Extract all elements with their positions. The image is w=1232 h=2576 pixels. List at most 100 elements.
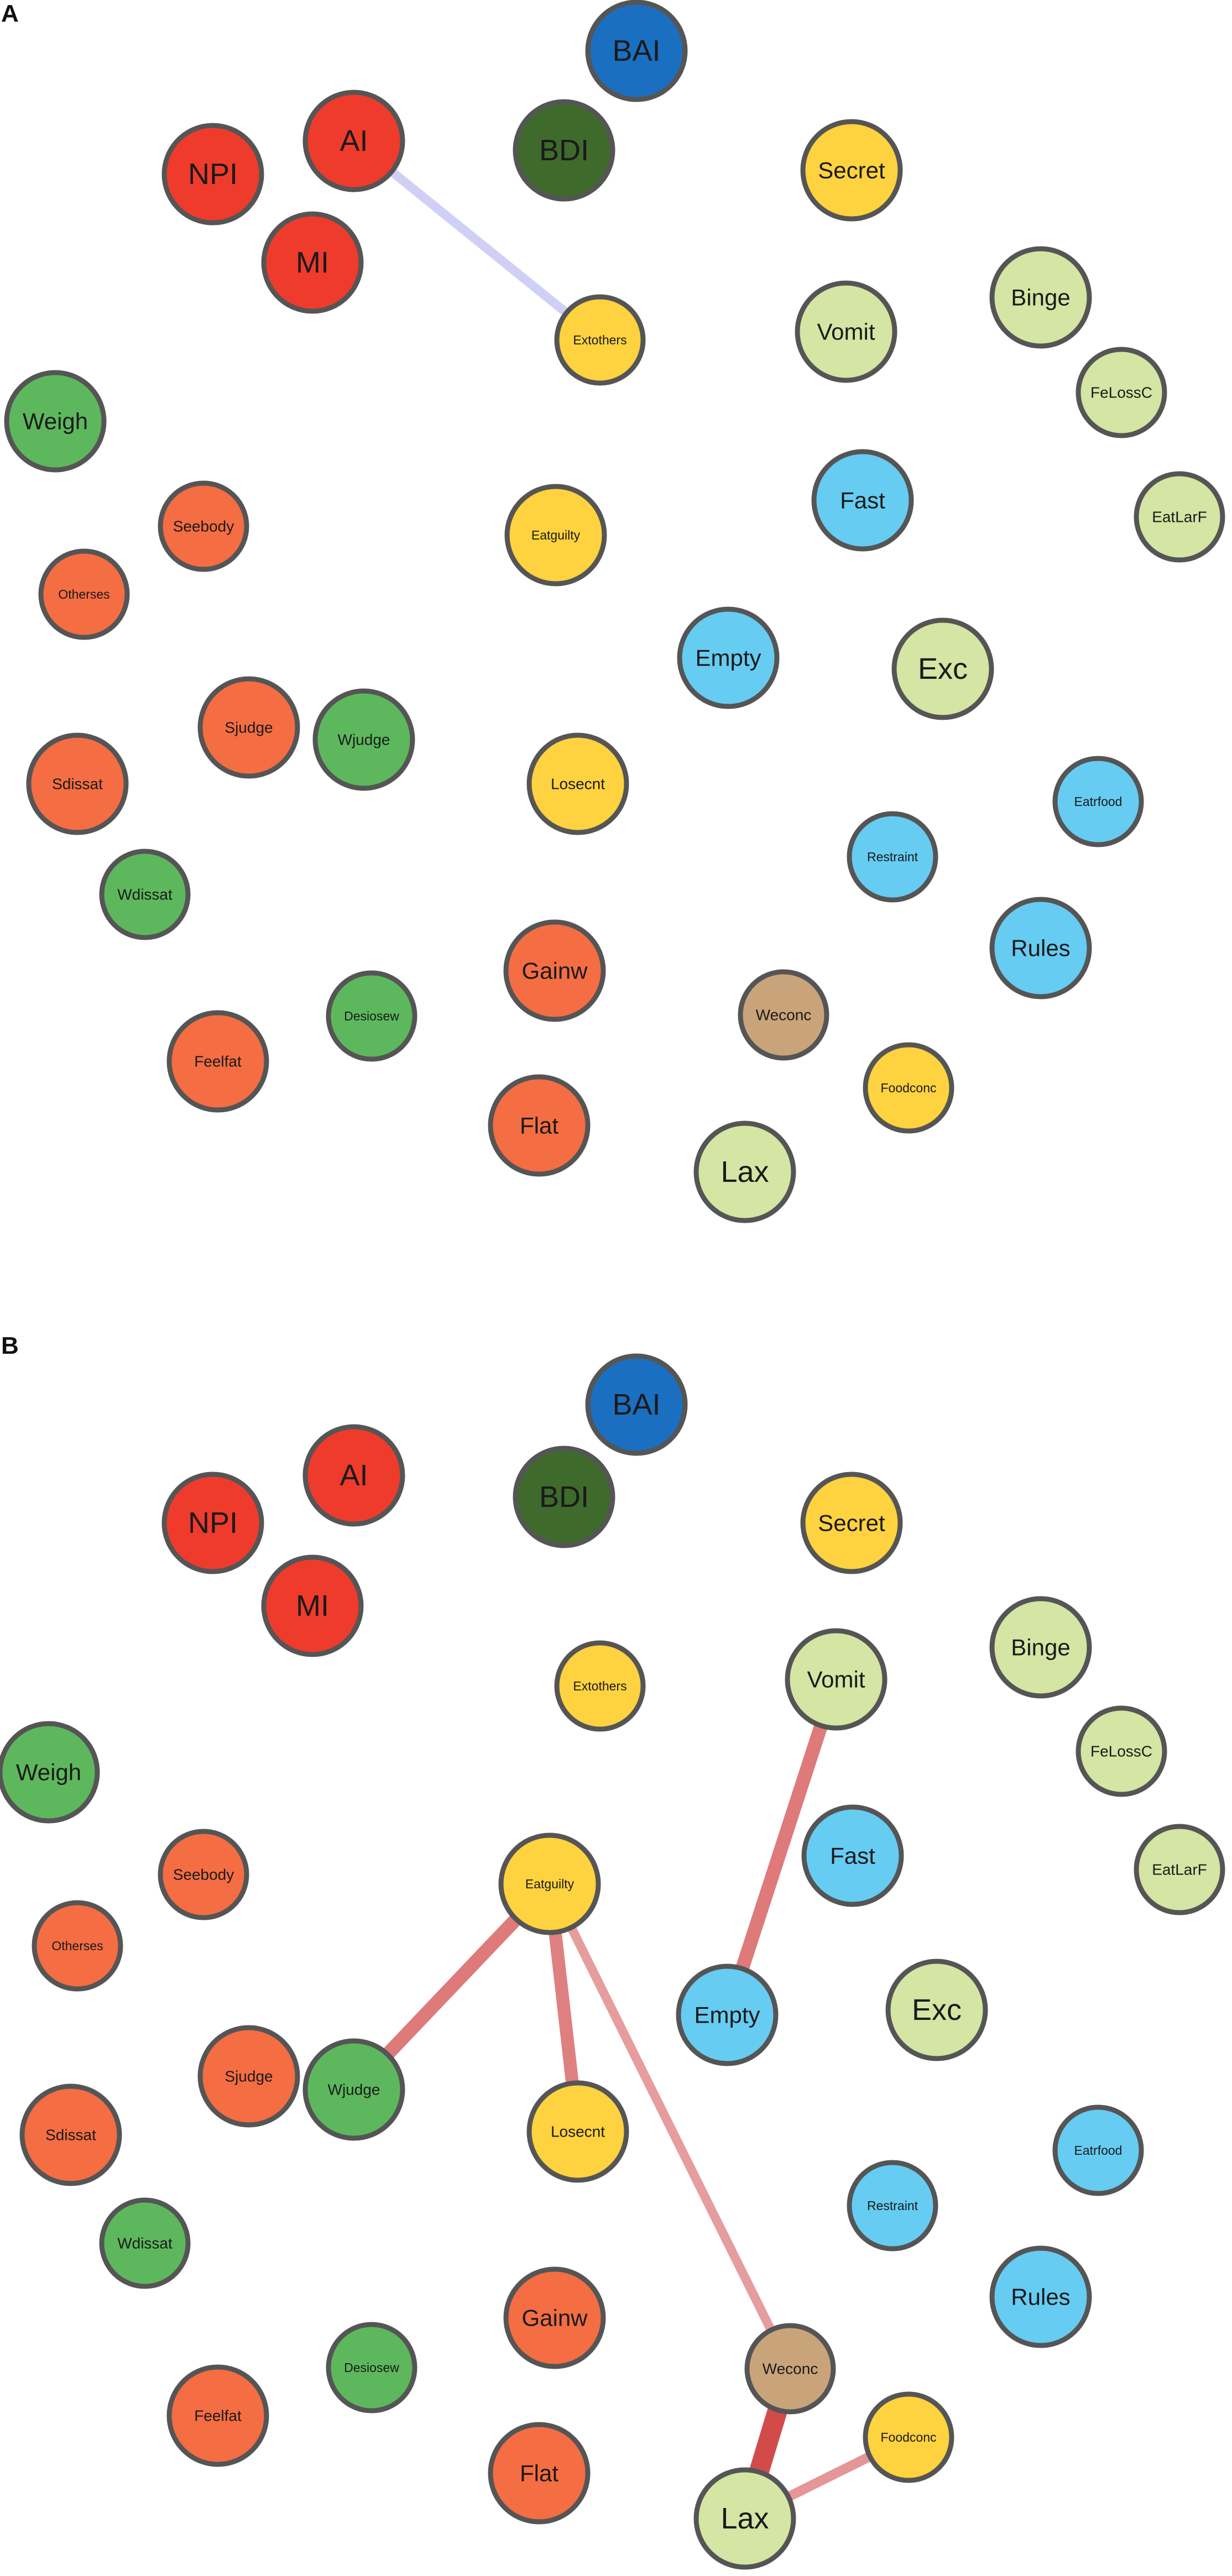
node-label: Feelfat — [194, 2407, 242, 2425]
node-label: Lax — [721, 1155, 769, 1188]
node-ai: AI — [302, 90, 405, 192]
node-label: Eatrfood — [1074, 794, 1123, 809]
node-label: Otherses — [51, 1939, 103, 1953]
node-circle — [795, 280, 897, 383]
node-circle — [302, 2038, 405, 2141]
node-rules: Rules — [989, 2245, 1092, 2348]
node-exc: Exc — [891, 617, 994, 720]
node-circle — [693, 2467, 796, 2570]
node-circle — [738, 969, 829, 1061]
node-circle — [801, 1804, 904, 1907]
node-weigh: Weigh — [4, 370, 107, 473]
node-circle — [811, 449, 914, 552]
node-eatguilty: Eatguilty — [504, 484, 607, 587]
node-mi: MI — [261, 1554, 364, 1657]
node-label: Extothers — [573, 1679, 627, 1693]
node-label: BDI — [539, 134, 589, 167]
node-otherses: Otherses — [32, 1900, 123, 1992]
node-circle — [158, 1829, 249, 1920]
node-wjudge: Wjudge — [302, 2038, 405, 2141]
node-sjudge: Sjudge — [197, 2025, 300, 2128]
node-seebody: Seebody — [158, 1829, 249, 1920]
node-npi: NPI — [161, 1472, 264, 1574]
node-circle — [161, 1472, 264, 1574]
node-label: Seebody — [173, 1866, 234, 1883]
node-circle — [891, 617, 994, 720]
node-circle — [1052, 756, 1144, 847]
node-label: Lax — [721, 2502, 769, 2535]
node-sjudge: Sjudge — [197, 676, 300, 779]
node-label: Extothers — [573, 333, 627, 347]
node-circle — [513, 1446, 615, 1548]
node-extothers: Extothers — [554, 1640, 646, 1732]
node-label: Secret — [818, 158, 885, 184]
node-eatrfood: Eatrfood — [1052, 756, 1144, 847]
node-flat: Flat — [488, 1074, 591, 1177]
node-label: Sjudge — [225, 719, 273, 736]
node-label: EatLarF — [1152, 509, 1207, 526]
node-circle — [197, 2025, 300, 2128]
node-vomit: Vomit — [785, 1628, 888, 1731]
node-circle — [166, 1010, 269, 1113]
node-circle — [989, 2245, 1092, 2348]
node-wdissat: Wdissat — [99, 2197, 191, 2289]
node-foodconc: Foodconc — [863, 2391, 954, 2483]
node-circle — [513, 99, 615, 202]
node-circle — [504, 484, 607, 587]
node-label: Weconc — [756, 1007, 812, 1024]
node-desiosew: Desiosew — [326, 970, 417, 1062]
node-circle — [677, 606, 780, 709]
node-npi: NPI — [161, 123, 264, 226]
node-circle — [693, 1121, 796, 1223]
node-otherses: Otherses — [38, 548, 130, 640]
node-circle — [847, 811, 938, 903]
node-label: Weigh — [23, 409, 88, 434]
node-wjudge: Wjudge — [312, 688, 415, 791]
node-label: Exc — [918, 652, 968, 685]
node-circle — [26, 732, 129, 835]
node-seebody: Seebody — [158, 480, 249, 572]
node-restraint: Restraint — [847, 2160, 938, 2252]
node-circle — [99, 849, 191, 940]
node-circle — [38, 548, 130, 640]
node-felossc: FeLossC — [1076, 347, 1167, 438]
node-eatguilty: Eatguilty — [498, 1832, 601, 1935]
node-circle — [585, 0, 688, 102]
node-label: Binge — [1011, 285, 1070, 311]
node-circle — [312, 688, 415, 791]
node-circle — [863, 1042, 954, 1134]
node-label: Feelfat — [194, 1053, 242, 1070]
node-empty: Empty — [677, 606, 780, 709]
node-weigh: Weigh — [0, 1721, 100, 1824]
node-ai: AI — [302, 1424, 405, 1527]
node-weconc: Weconc — [744, 2323, 836, 2415]
node-label: Empty — [695, 645, 761, 671]
node-label: Flat — [520, 1113, 558, 1139]
node-feelfat: Feelfat — [166, 2364, 269, 2467]
node-circle — [885, 1959, 988, 2061]
node-wdissat: Wdissat — [99, 849, 191, 940]
node-label: Losecnt — [551, 776, 605, 793]
node-label: Restraint — [867, 2198, 918, 2213]
node-label: Vomit — [807, 1667, 865, 1693]
node-label: Rules — [1011, 935, 1070, 961]
panel-letter-a: A — [1, 0, 19, 27]
node-circle — [989, 1596, 1092, 1699]
edge-vomit-empty — [721, 1677, 843, 2017]
node-label: Desiosew — [344, 2360, 399, 2375]
node-restraint: Restraint — [847, 811, 938, 903]
node-bai: BAI — [585, 1353, 688, 1456]
node-circle — [526, 2080, 629, 2183]
node-circle — [326, 970, 417, 1062]
node-circle — [4, 370, 107, 473]
node-label: Eatguilty — [531, 528, 581, 542]
node-circle — [800, 119, 903, 222]
node-circle — [99, 2197, 191, 2289]
node-label: Otherses — [58, 587, 109, 601]
node-label: Exc — [912, 1993, 962, 2027]
node-label: Fast — [830, 1843, 875, 1869]
node-label: Weigh — [16, 1760, 81, 1786]
node-circle — [302, 1424, 405, 1527]
node-circle — [326, 2322, 417, 2413]
node-vomit: Vomit — [795, 280, 897, 383]
